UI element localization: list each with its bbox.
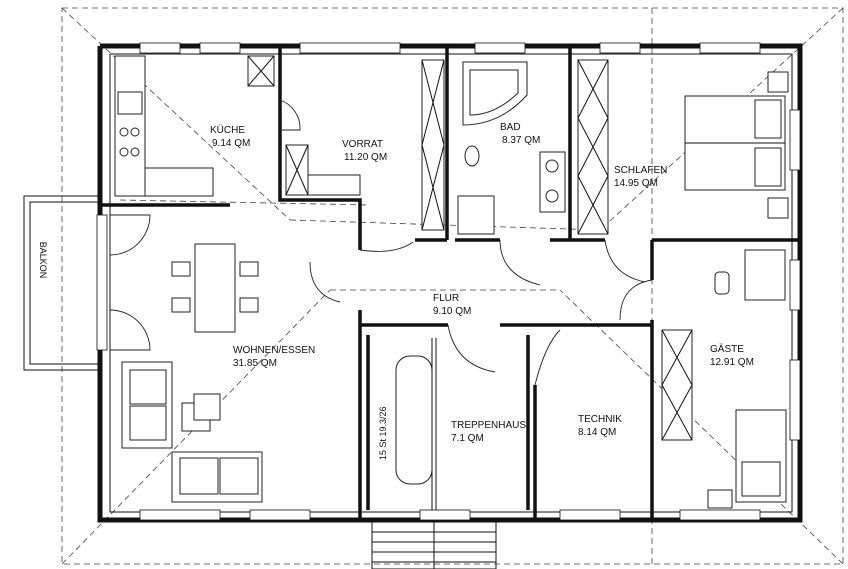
label-treppenhaus-name: TREPPENHAUS [451, 420, 526, 431]
label-bad-area: 8.37 QM [502, 135, 540, 146]
balcony: BALKON [23, 195, 101, 371]
label-technik-name: TECHNIK [578, 414, 622, 425]
pantry-shelves [285, 59, 445, 231]
stair-note: 15 St 19.3/26 [378, 406, 388, 460]
label-gaeste-name: GÄSTE [710, 343, 744, 355]
interior-walls [100, 46, 800, 520]
label-bad-name: BAD [500, 122, 521, 133]
double-bed [684, 71, 789, 219]
dining-table [171, 243, 259, 333]
label-schlafen-name: SCHLAFEN [614, 165, 667, 176]
label-flur-name: FLUR [433, 293, 459, 304]
label-kueche-name: KÜCHE [210, 124, 245, 136]
kitchen-counter [114, 55, 275, 197]
label-gaeste-area: 12.91 QM [710, 357, 754, 368]
label-wohnen-name: WOHNEN/ESSEN [233, 345, 315, 356]
label-vorrat-name: VORRAT [342, 139, 383, 150]
bathroom-fixtures [457, 61, 566, 235]
windows [96, 42, 801, 521]
room-labels: KÜCHE 9.14 QM VORRAT 11.20 QM BAD 8.37 Q… [210, 122, 754, 460]
label-vorrat-area: 11.20 QM [344, 152, 387, 163]
label-kueche-area: 9.14 QM [212, 138, 250, 149]
sofa-set [121, 361, 263, 503]
stairs [395, 338, 437, 510]
label-technik-area: 8.14 QM [578, 427, 616, 438]
label-treppenhaus-area: 7.1 QM [451, 433, 484, 444]
label-schlafen-area: 14.95 QM [614, 178, 658, 189]
guest-furniture [661, 249, 787, 509]
exterior-walls [97, 43, 803, 523]
entrance-steps [371, 521, 497, 569]
label-flur-area: 9.10 QM [433, 306, 471, 317]
balcony-label: BALKON [38, 242, 48, 279]
label-wohnen-area: 31.85 QM [233, 358, 277, 369]
wardrobe [577, 59, 609, 235]
door-swings [109, 99, 653, 386]
